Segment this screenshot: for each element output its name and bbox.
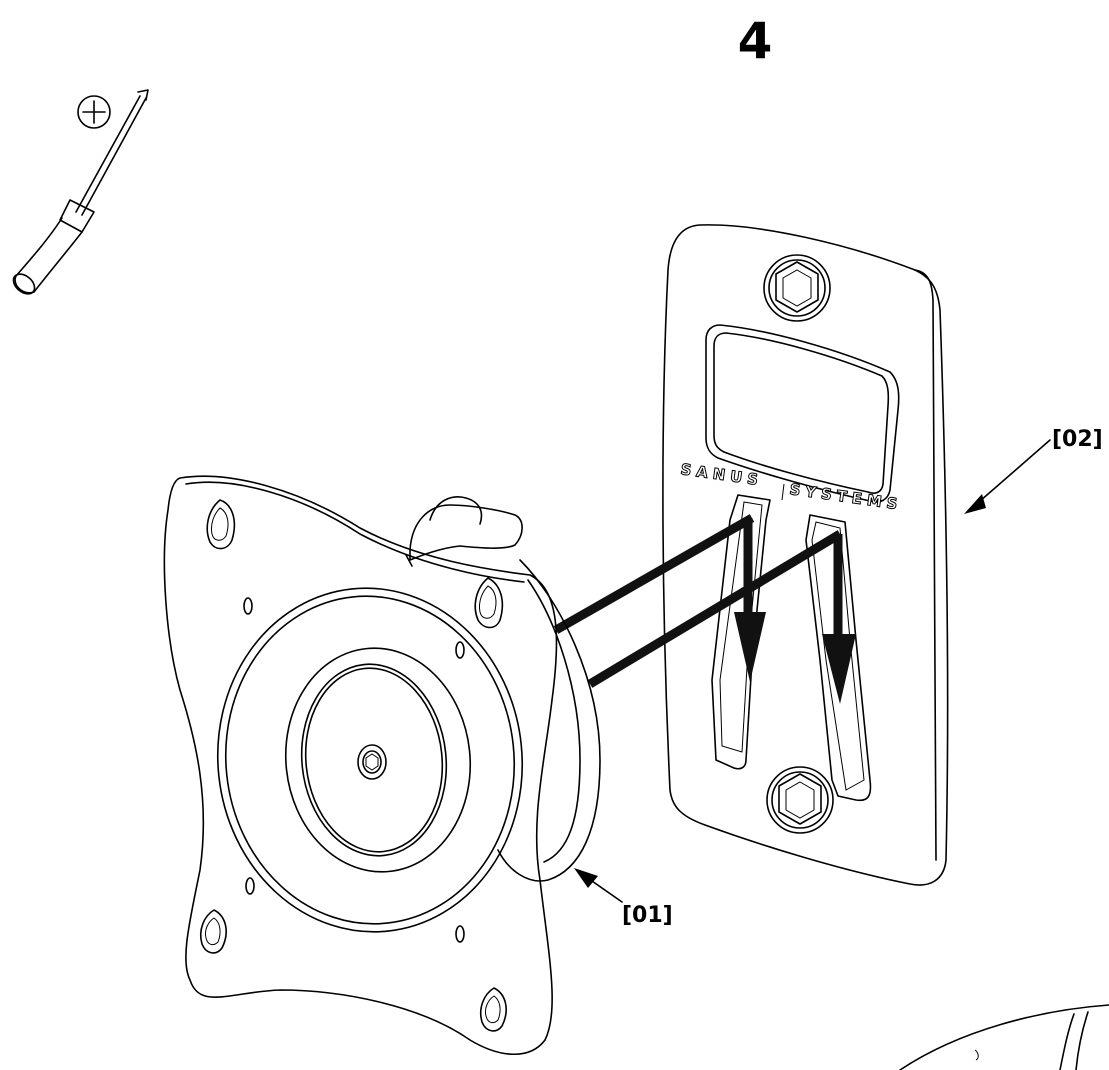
down-arrow-right-icon [822, 534, 856, 704]
callout-01-label: [01] [622, 903, 673, 928]
mount-slot-top-left-icon [206, 499, 236, 550]
bottom-bolt-icon [766, 766, 834, 834]
callout-02-label: [02] [1052, 427, 1103, 452]
brand-logo: SANUS SYSTEMS [679, 460, 904, 515]
hole-icon [455, 925, 465, 943]
hole-icon [245, 877, 255, 895]
top-bolt-icon [763, 254, 831, 322]
down-arrow-left-icon [734, 518, 766, 682]
screwdriver-icon [12, 89, 149, 295]
mount-slot-bottom-left-icon [199, 909, 227, 954]
hex-screw-icon [357, 744, 387, 780]
hole-icon [455, 641, 465, 659]
hole-icon [243, 597, 253, 615]
callout-02: [02] [964, 427, 1103, 514]
alignment-lines [553, 514, 843, 688]
detail-circle [899, 1004, 1109, 1070]
tilt-bracket [163, 475, 601, 1056]
step-number: 4 [738, 12, 773, 70]
mount-slot-bottom-right-icon [479, 987, 507, 1032]
mount-slot-top-right-icon [474, 577, 504, 629]
svg-text:SANUS: SANUS [679, 460, 764, 489]
callout-01: [01] [574, 868, 673, 928]
svg-text:SYSTEMS: SYSTEMS [788, 480, 903, 514]
